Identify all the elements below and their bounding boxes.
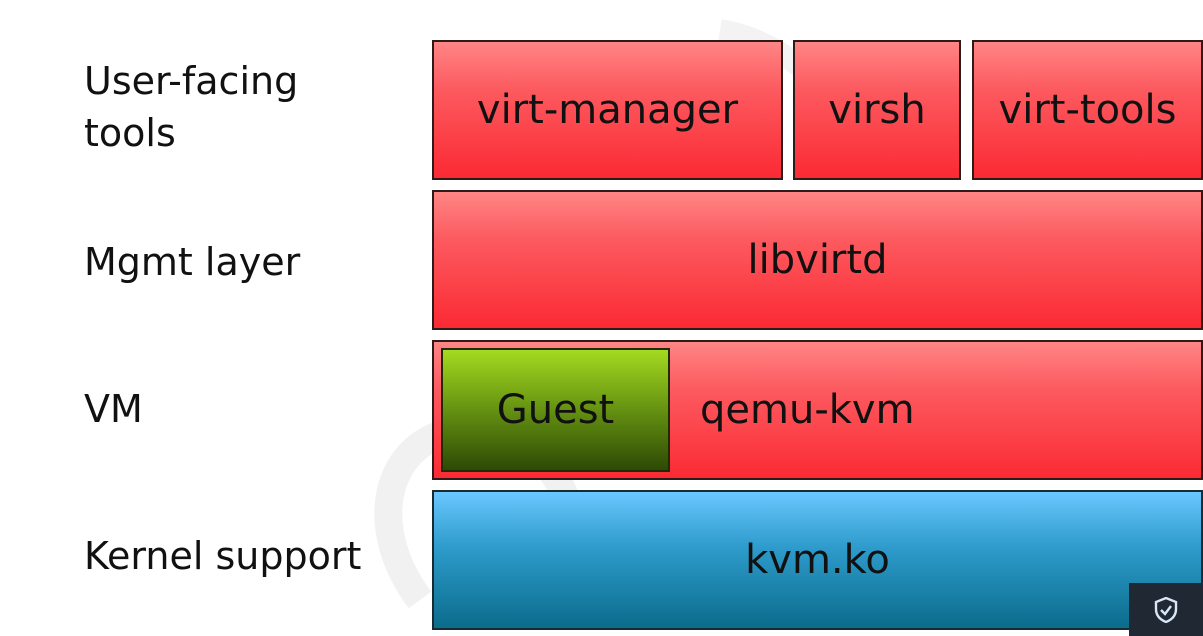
shield-check-icon [1154, 596, 1178, 623]
libvirtd-label: libvirtd [747, 237, 888, 283]
row-label-user-facing-tools: User-facing tools [84, 59, 299, 155]
row-label-mgmt-layer: Mgmt layer [84, 240, 301, 284]
kvm-ko-box: kvm.ko [432, 490, 1203, 630]
row-label-vm: VM [84, 387, 143, 431]
virt-manager-box: virt-manager [432, 40, 783, 180]
security-badge[interactable] [1129, 583, 1203, 636]
kvm-ko-label: kvm.ko [745, 537, 890, 583]
virt-tools-box: virt-tools [972, 40, 1203, 180]
guest-label: Guest [496, 387, 615, 433]
virsh-box: virsh [793, 40, 961, 180]
virt-manager-label: virt-manager [476, 87, 739, 133]
guest-box: Guest [441, 348, 670, 472]
virsh-label: virsh [828, 87, 926, 133]
qemu-kvm-label: qemu-kvm [700, 387, 915, 433]
libvirtd-box: libvirtd [432, 190, 1203, 330]
virt-tools-label: virt-tools [998, 87, 1177, 133]
row-label-kernel-support: Kernel support [84, 534, 362, 578]
